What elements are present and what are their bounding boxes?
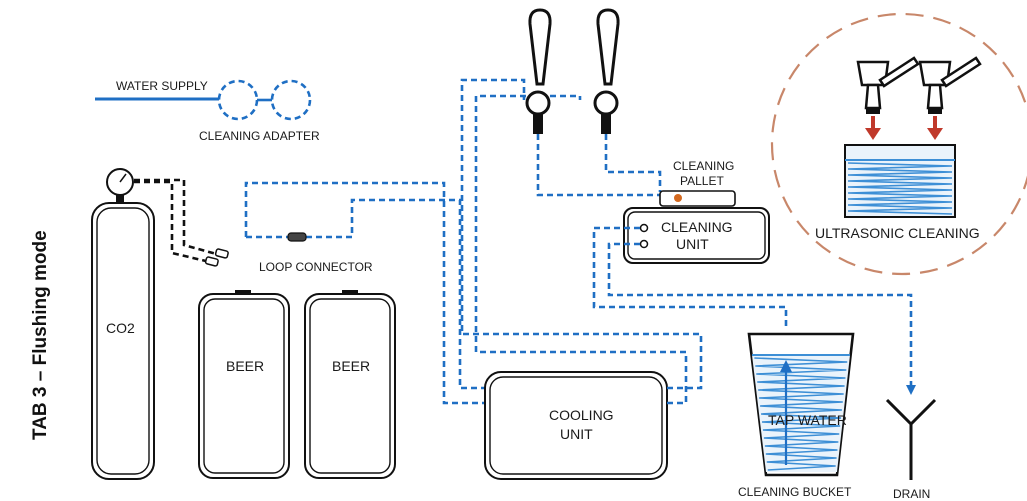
cleaning-pallet-label-1: CLEANING xyxy=(673,159,734,173)
beer-keg-1: BEER xyxy=(198,290,290,479)
cleaning-bucket: TAP WATER CLEANING BUCKET xyxy=(738,332,855,499)
cleaning-adapter: CLEANING ADAPTER xyxy=(199,79,320,143)
tap-water-label: TAP WATER xyxy=(768,412,847,428)
bucket-water-waves xyxy=(754,357,848,471)
co2-label: CO2 xyxy=(106,320,135,336)
beer-keg-2: BEER xyxy=(304,290,396,479)
cleaning-bucket-label: CLEANING BUCKET xyxy=(738,485,852,499)
beer-tap-2 xyxy=(593,8,620,134)
red-arrow-1 xyxy=(865,116,881,140)
cooling-unit-label-1: COOLING xyxy=(549,407,614,423)
cleaning-unit-label-1: CLEANING xyxy=(661,219,733,235)
beer-tap-1 xyxy=(525,8,552,134)
tank-water-waves xyxy=(847,162,953,215)
cooling-unit-label-2: UNIT xyxy=(560,426,593,442)
cleaning-unit-label-2: UNIT xyxy=(676,236,709,252)
loop-connector: LOOP CONNECTOR xyxy=(244,181,488,405)
beer-1-label: BEER xyxy=(226,358,264,374)
tap-head-2 xyxy=(918,56,982,114)
red-arrow-2 xyxy=(927,116,943,140)
ultrasonic-cleaning-label: ULTRASONIC CLEANING xyxy=(815,225,980,241)
cleaning-pallet-label-2: PALLET xyxy=(680,174,724,188)
cleaning-unit: CLEANING UNIT xyxy=(623,207,770,264)
co2-gas-lines xyxy=(134,178,229,267)
drain-label: DRAIN xyxy=(893,487,930,501)
tap-head-1 xyxy=(856,56,920,114)
drain: DRAIN xyxy=(885,398,937,501)
cleaning-pallet: CLEANING PALLET xyxy=(659,159,736,207)
beer-2-label: BEER xyxy=(332,358,370,374)
water-supply-label: WATER SUPPLY xyxy=(116,79,208,93)
tap-return-lines xyxy=(536,134,662,197)
loop-connector-label: LOOP CONNECTOR xyxy=(259,260,373,274)
page-title: TAB 3 – Flushing mode xyxy=(30,230,51,440)
tap-supply-lines xyxy=(460,78,703,405)
water-supply: WATER SUPPLY xyxy=(95,79,219,101)
cooling-unit: COOLING UNIT xyxy=(484,371,668,480)
ultrasonic-cleaning: ULTRASONIC CLEANING xyxy=(770,12,1027,276)
co2-bottle: CO2 xyxy=(91,168,155,480)
cleaning-adapter-label: CLEANING ADAPTER xyxy=(199,129,320,143)
drain-lines xyxy=(592,226,916,395)
